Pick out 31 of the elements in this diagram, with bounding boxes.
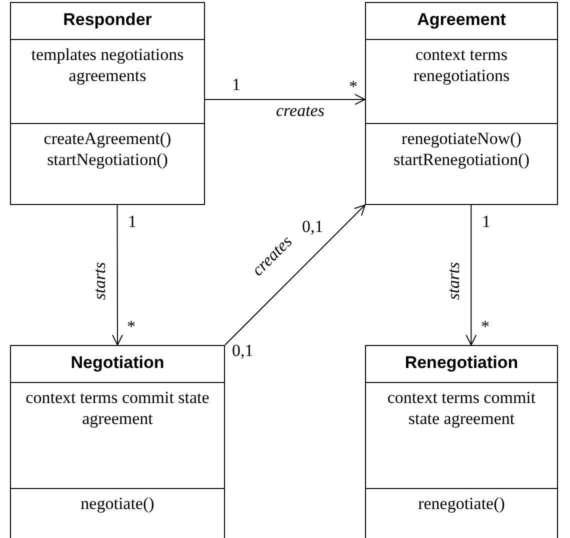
class-box <box>365 2 558 205</box>
arrow <box>112 204 123 346</box>
arrow <box>466 204 477 346</box>
class-name: Negotiation <box>70 352 166 374</box>
attribute-list: context terms commit state agreement <box>366 382 557 488</box>
method-list: createAgreement() startNegotiation() <box>11 123 204 206</box>
method-list: renegotiateNow() startRenegotiation() <box>366 123 557 206</box>
multiplicity-label: 0,1 <box>232 342 254 360</box>
class-name: Responder <box>62 9 153 31</box>
multiplicity-label: 1 <box>128 213 136 231</box>
multiplicity-label: 0,1 <box>302 218 324 236</box>
multiplicity-label: 1 <box>232 76 240 94</box>
class-box <box>365 345 558 538</box>
arrow <box>204 94 366 105</box>
attribute-list: context terms commit state agreement <box>11 382 224 488</box>
class-box <box>10 2 205 205</box>
arrow <box>224 204 366 346</box>
method-list: renegotiate() <box>366 488 557 538</box>
multiplicity-label: 1 <box>482 213 490 231</box>
multiplicity-label: * <box>481 318 490 336</box>
class-name: Renegotiation <box>404 352 520 374</box>
attribute-list: templates negotiations agreements <box>11 39 204 123</box>
edge-label: starts <box>90 262 109 300</box>
method-list: negotiate() <box>11 488 224 538</box>
edge-label: starts <box>444 262 463 300</box>
class-box <box>10 345 225 538</box>
multiplicity-label: * <box>349 78 358 96</box>
multiplicity-label: * <box>127 318 136 336</box>
class-name: Agreement <box>416 9 507 31</box>
edge-label: creates <box>276 102 324 120</box>
attribute-list: context terms renegotiations <box>366 39 557 123</box>
